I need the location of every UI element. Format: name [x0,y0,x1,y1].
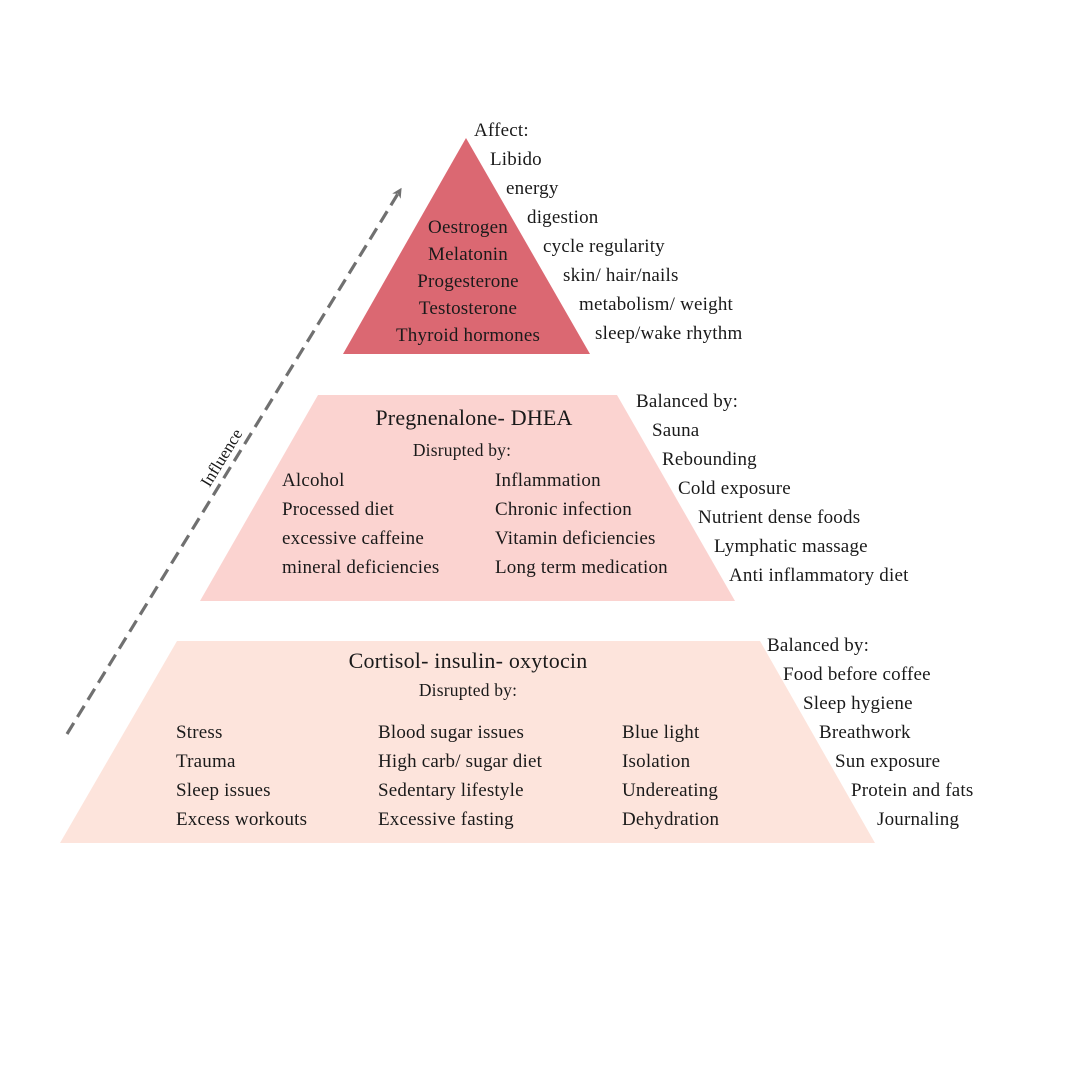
disruptor-item: mineral deficiencies [282,557,440,578]
disruptor-item: Sleep issues [176,780,271,801]
balancer-item: Rebounding [662,449,757,470]
middle-tier-title: Pregnenalone- DHEA [375,405,573,430]
affect-item: Libido [490,149,542,170]
affect-item: energy [506,178,559,199]
disruptor-item: Blood sugar issues [378,722,525,743]
bottom-tier-title: Cortisol- insulin- oxytocin [348,648,588,673]
affect-heading: Affect: [474,120,529,141]
influence-arrow [65,187,402,735]
disruptor-item: Dehydration [622,809,720,830]
balancer-item: Food before coffee [783,664,931,685]
bottom-disrupted-heading: Disrupted by: [418,680,518,700]
disruptor-item: Stress [176,722,223,743]
disruptor-item: excessive caffeine [282,528,424,549]
disruptor-item: Processed diet [282,499,395,520]
middle-tier-shape [200,395,735,601]
disruptor-item: Chronic infection [495,499,632,520]
disruptor-item: Isolation [622,751,691,772]
affect-item: digestion [527,207,599,228]
affect-item: skin/ hair/nails [563,265,679,286]
disruptor-item: Excess workouts [176,809,308,830]
balanced-heading: Balanced by: [636,391,739,412]
top-tier-shape [343,138,590,354]
hormone-item: Progesterone [417,271,519,292]
balancer-item: Breathwork [819,722,911,743]
balancer-item: Sauna [652,420,700,441]
balancer-item: Journaling [877,809,960,830]
disruptor-item: Undereating [622,780,719,801]
hormone-item: Testosterone [418,298,518,319]
hormone-item: Thyroid hormones [395,325,541,346]
balancer-item: Nutrient dense foods [698,507,861,528]
affect-item: sleep/wake rhythm [595,323,743,344]
balancer-item: Anti inflammatory diet [729,565,909,586]
balancer-item: Sun exposure [835,751,941,772]
disruptor-item: High carb/ sugar diet [378,751,543,772]
disruptor-item: Sedentary lifestyle [378,780,524,801]
hormone-item: Melatonin [428,244,508,265]
affect-item: metabolism/ weight [579,294,733,315]
disruptor-item: Excessive fasting [378,809,514,830]
hormone-item: Oestrogen [428,217,508,238]
balancer-item: Sleep hygiene [803,693,913,714]
disruptor-item: Long term medication [495,557,668,578]
disruptor-item: Inflammation [495,470,601,491]
affect-item: cycle regularity [543,236,665,257]
bottom-tier-shape [60,641,875,843]
middle-disrupted-heading: Disrupted by: [412,440,512,460]
disruptor-item: Alcohol [282,470,345,491]
disruptor-item: Vitamin deficiencies [495,528,656,549]
balancer-item: Lymphatic massage [714,536,868,557]
balancer-item: Protein and fats [851,780,974,801]
balanced-heading: Balanced by: [767,635,870,656]
disruptor-item: Blue light [622,722,700,743]
disruptor-item: Trauma [176,751,236,772]
balancer-item: Cold exposure [678,478,791,499]
